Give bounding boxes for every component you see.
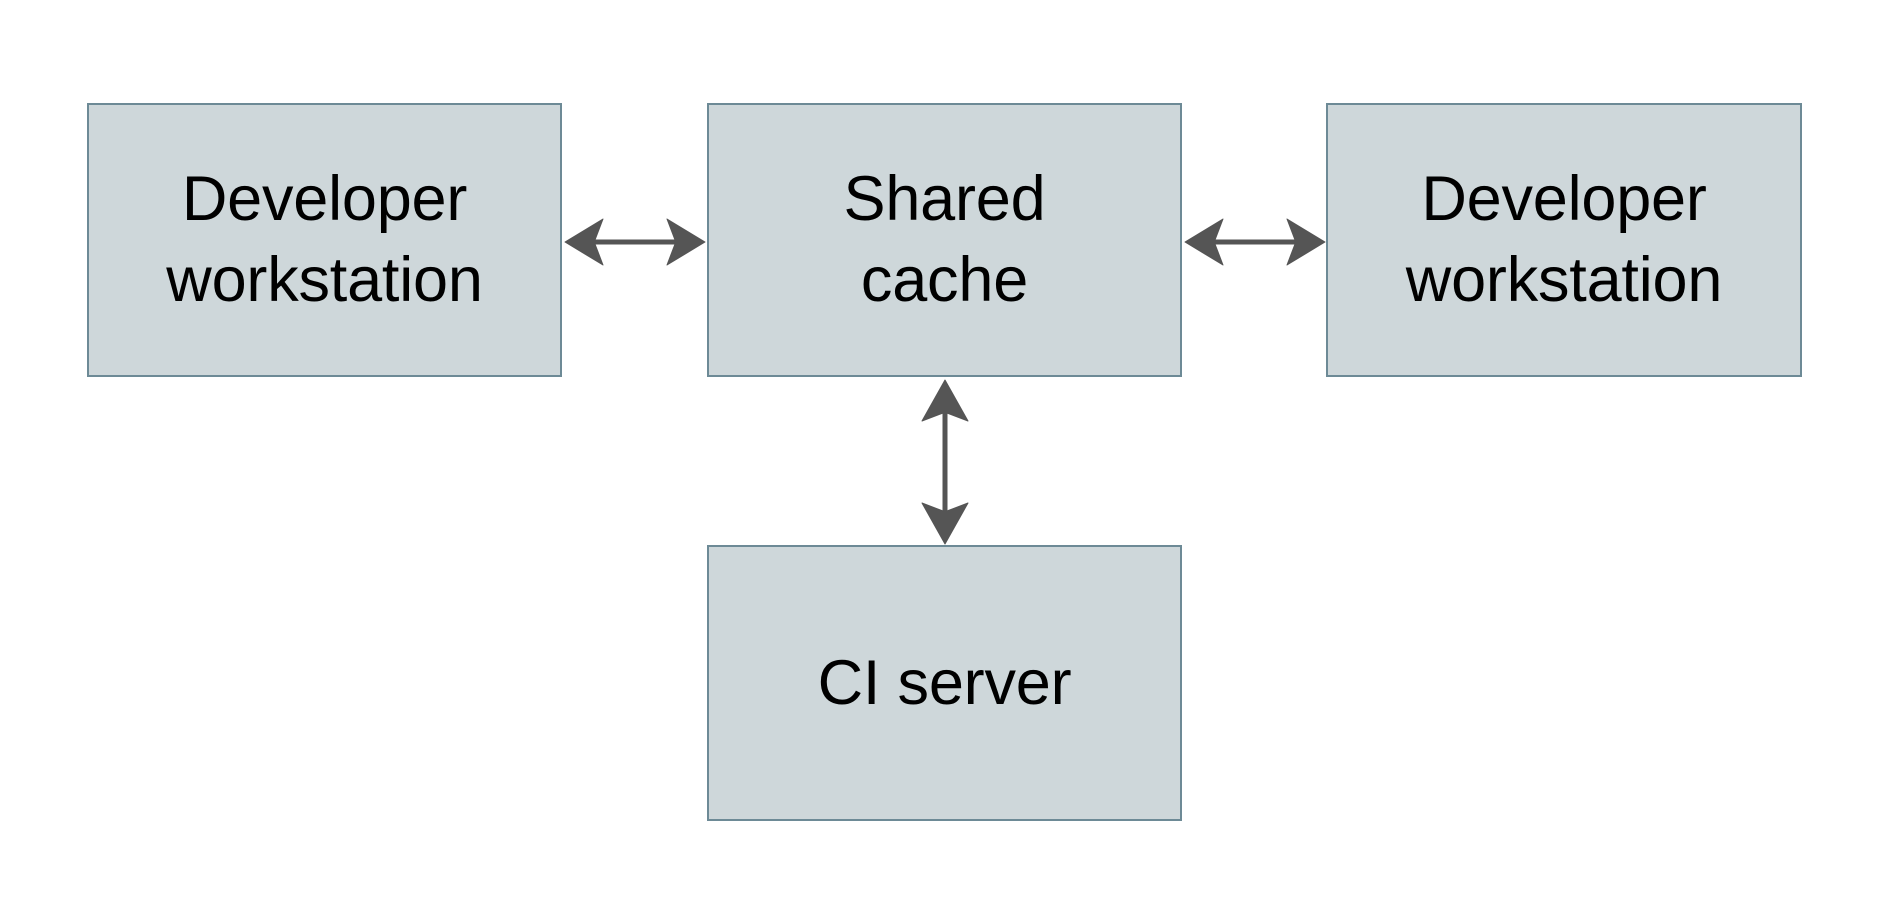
connector-cache-to-right-workstation[interactable] (1182, 212, 1328, 272)
node-label-developer-workstation-right: Developer workstation (1405, 164, 1723, 315)
node-label-developer-workstation-left: Developer workstation (166, 164, 483, 315)
double-arrow-horizontal-icon (1184, 218, 1326, 266)
node-developer-workstation-right[interactable]: Developer workstation (1326, 103, 1802, 377)
double-arrow-horizontal-icon (564, 218, 706, 266)
connector-cache-to-ci-server[interactable] (915, 377, 975, 547)
node-label-shared-cache: Shared cache (843, 164, 1046, 315)
node-ci-server[interactable]: CI server (707, 545, 1182, 821)
node-developer-workstation-left[interactable]: Developer workstation (87, 103, 562, 377)
connector-left-workstation-to-cache[interactable] (562, 212, 708, 272)
double-arrow-vertical-icon (921, 379, 969, 545)
node-label-ci-server: CI server (817, 647, 1072, 718)
node-shared-cache[interactable]: Shared cache (707, 103, 1182, 377)
